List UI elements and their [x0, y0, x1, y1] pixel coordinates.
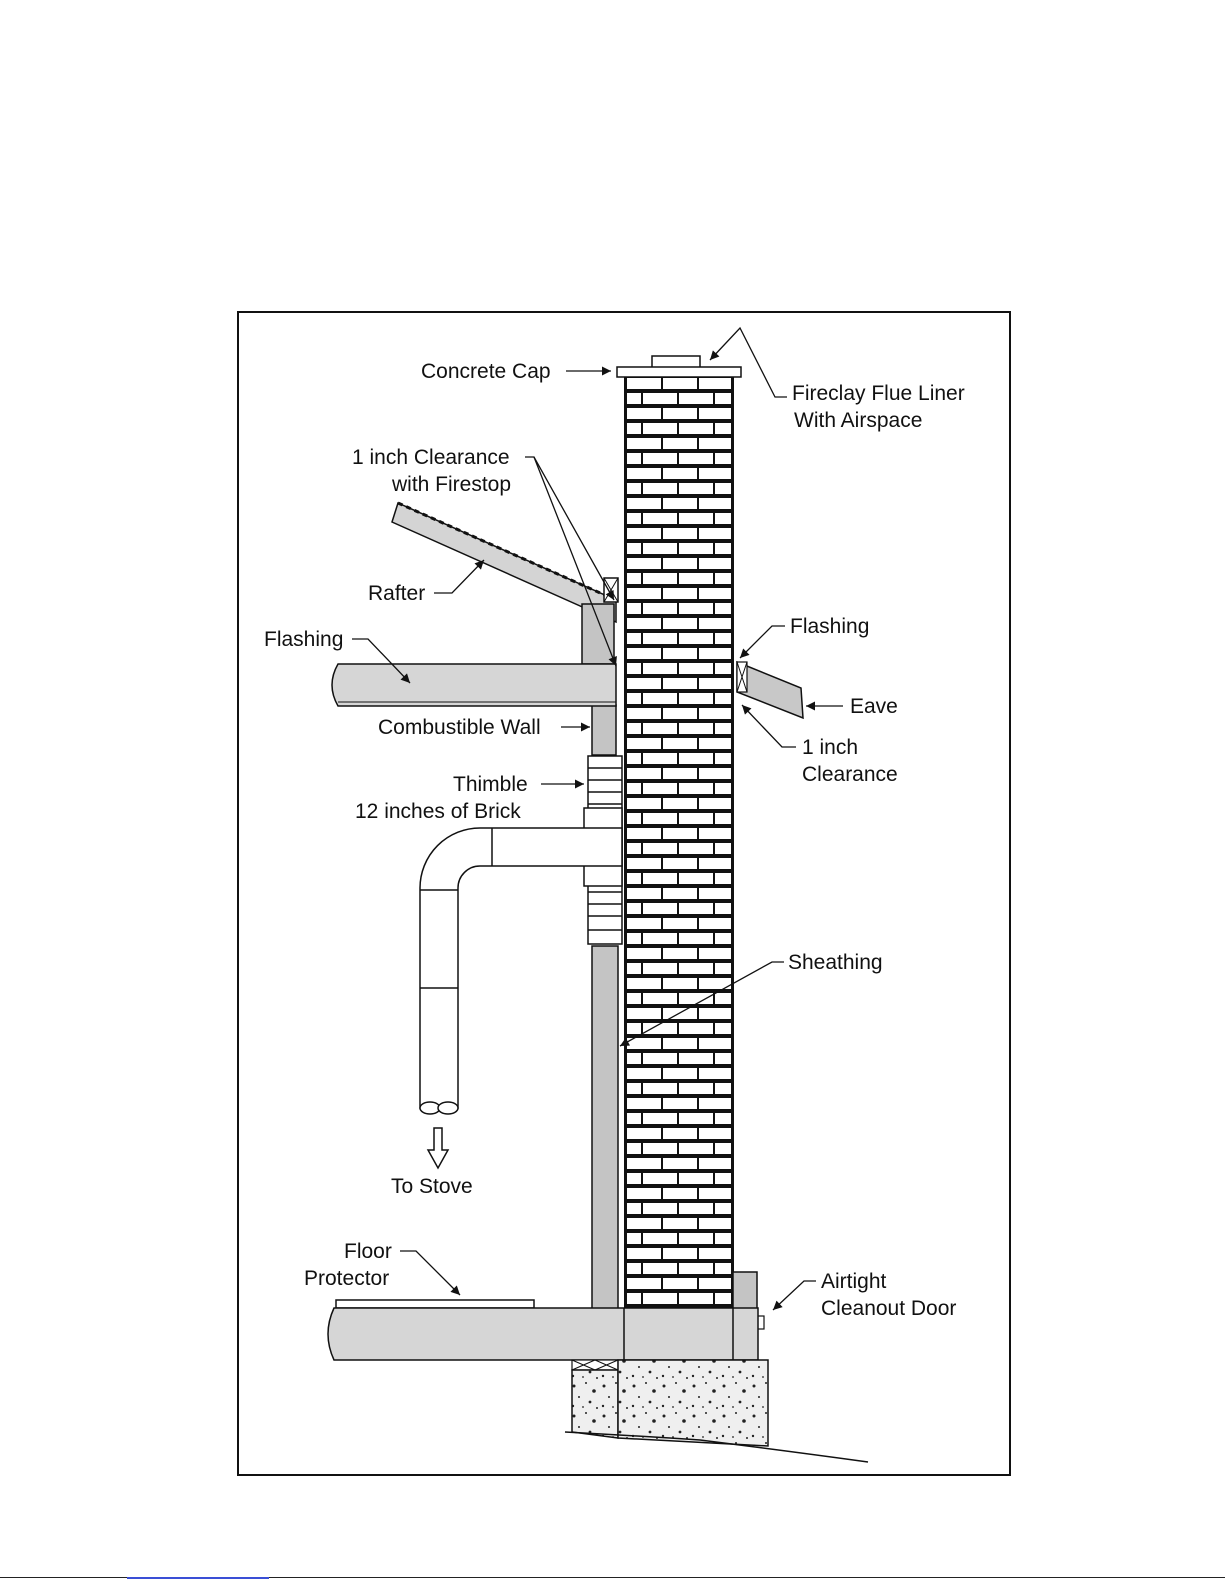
label-concrete-cap: Concrete Cap: [421, 360, 551, 383]
page-bottom-link-underline: [127, 1577, 269, 1579]
label-flashing-left: Flashing: [264, 628, 343, 651]
label-floor-protector-line2: Protector: [304, 1267, 389, 1290]
floor-joist: [328, 1308, 758, 1360]
upper-joist: [332, 664, 616, 706]
combustible-wall: [592, 705, 616, 755]
label-rafter: Rafter: [368, 582, 425, 605]
label-12-inches-of-brick: 12 inches of Brick: [355, 800, 521, 823]
label-clearance-firestop-line1: 1 inch Clearance: [352, 446, 510, 469]
lower-wall: [592, 946, 618, 1310]
wall-framing-upper: [582, 604, 614, 664]
label-thimble: Thimble: [453, 773, 528, 796]
label-clearance-firestop-line2: with Firestop: [391, 473, 511, 496]
label-clearance-line1: 1 inch: [802, 736, 858, 759]
label-floor-protector-line1: Floor: [344, 1240, 392, 1263]
label-to-stove: To Stove: [391, 1175, 473, 1198]
label-combustible-wall: Combustible Wall: [378, 716, 541, 739]
foundation: [565, 1360, 868, 1462]
label-cleanout-line1: Airtight: [821, 1270, 887, 1293]
floor-protector: [336, 1300, 534, 1308]
label-cleanout-line2: Cleanout Door: [821, 1297, 956, 1320]
flue-liner-top: [652, 356, 700, 368]
concrete-cap: [617, 367, 741, 377]
label-flue-liner-line2: With Airspace: [794, 409, 922, 432]
label-eave: Eave: [850, 695, 898, 718]
label-clearance-line2: Clearance: [802, 763, 898, 786]
to-stove-arrow: [428, 1128, 448, 1168]
label-flashing-right: Flashing: [790, 615, 869, 638]
label-sheathing: Sheathing: [788, 951, 883, 974]
label-flue-liner-line1: Fireclay Flue Liner: [792, 382, 965, 405]
chimney-brick: [625, 376, 733, 1310]
